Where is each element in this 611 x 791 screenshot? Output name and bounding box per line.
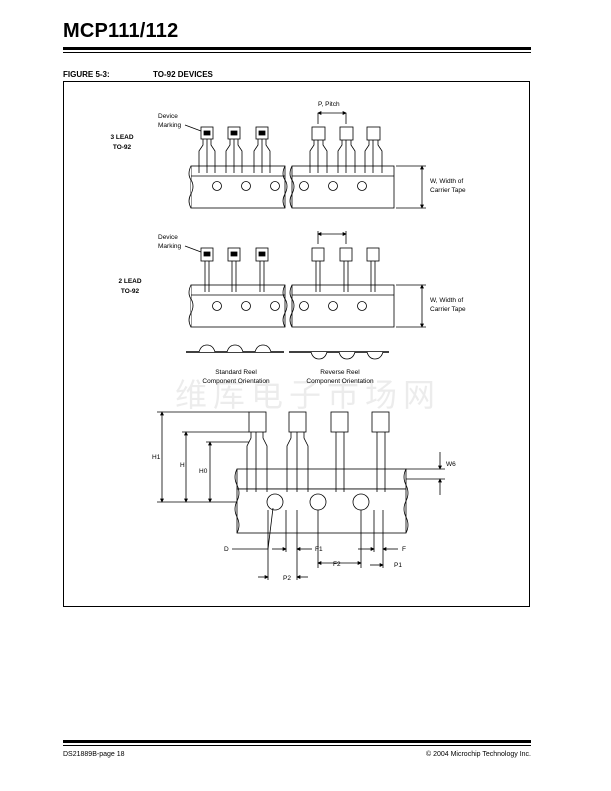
device-marking-label-2b: Marking (158, 243, 182, 250)
detail-components (246, 411, 390, 492)
bottom-dimensions (232, 507, 398, 580)
f1-label: F1 (315, 546, 323, 553)
p2-label: P2 (283, 575, 291, 582)
pitch-dimension (317, 111, 347, 124)
figure-title: TO-92 DEVICES (153, 70, 213, 79)
footer-rule (63, 740, 531, 743)
reverse-reel-label-2: Component Orientation (306, 378, 374, 385)
two-lead-tape (188, 284, 395, 328)
two-lead-components-reverse (311, 247, 380, 292)
standard-reel-label-1: Standard Reel (215, 369, 257, 376)
three-lead-sub-label: TO-92 (113, 144, 132, 151)
reverse-reel-orientation (289, 351, 389, 360)
device-marking-leader-2 (184, 245, 202, 253)
figure-label: FIGURE 5-3: (63, 70, 110, 79)
footer-copyright: © 2004 Microchip Technology Inc. (425, 751, 531, 758)
device-marking-label-1a: Device (158, 113, 178, 120)
three-lead-components-standard (198, 126, 271, 173)
footer-page-id: DS21889B-page 18 (63, 751, 125, 758)
three-lead-tape (188, 165, 395, 209)
header-rule (63, 47, 531, 50)
two-lead-sub-label: TO-92 (121, 288, 140, 295)
detail-tape (234, 468, 409, 534)
d-label: D (224, 546, 229, 553)
standard-reel-orientation (186, 344, 284, 353)
h0-label: H0 (199, 468, 208, 475)
device-marking-leader-1 (184, 124, 202, 132)
three-lead-components-reverse (309, 126, 383, 173)
h-label: H (180, 462, 185, 469)
f-label: F (402, 546, 406, 553)
device-marking-label-2a: Device (158, 234, 178, 241)
pitch-dimension-2 (317, 231, 347, 244)
width-dimension-1 (396, 165, 426, 209)
watermark: 维库电子市场网 (175, 376, 442, 414)
two-lead-label: 2 LEAD (118, 278, 141, 285)
header-rule-thin (63, 52, 531, 53)
w6-dimension (406, 452, 445, 495)
document-title: MCP111/112 (63, 20, 179, 42)
device-marking-label-1b: Marking (158, 122, 182, 129)
standard-reel-label-2: Component Orientation (202, 378, 270, 385)
width-dimension-2 (396, 284, 426, 328)
width-label-2a: W, Width of (430, 297, 463, 304)
reverse-reel-label-1: Reverse Reel (320, 369, 360, 376)
three-lead-label: 3 LEAD (110, 134, 133, 141)
width-label-1b: Carrier Tape (430, 187, 466, 194)
height-dimensions (157, 411, 249, 503)
f2-label: F2 (333, 561, 341, 568)
pitch-label: P, Pitch (318, 101, 340, 108)
two-lead-components-standard (200, 247, 269, 292)
width-label-2b: Carrier Tape (430, 306, 466, 313)
figure-frame (63, 81, 530, 607)
footer-rule-thin (63, 745, 531, 746)
width-label-1a: W, Width of (430, 178, 463, 185)
w6-label: W6 (446, 461, 456, 468)
p1-label: P1 (394, 562, 402, 569)
h1-label: H1 (152, 454, 161, 461)
